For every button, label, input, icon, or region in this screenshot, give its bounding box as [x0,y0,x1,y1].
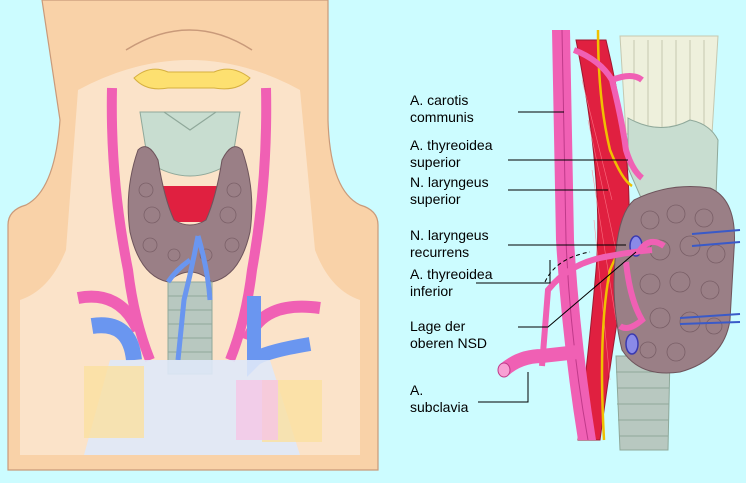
leader-lines [476,111,637,403]
label-laryngeus-rec-line1: N. laryngeus [410,227,489,243]
label-nsd-line1: Lage der [410,318,466,334]
label-laryngeus-sup-line1: N. laryngeus [410,174,489,190]
label-laryngeus-recurrens: N. laryngeus recurrens [410,227,489,261]
inferior-thyroid-artery [539,238,666,367]
label-carotis-communis: A. carotis communis [410,92,474,126]
subclavian-artery [499,345,579,376]
left-carotid-artery [106,87,155,362]
hyoid-tendons [619,35,719,135]
inferior-thyroid-vein [165,235,213,361]
label-laryngeus-superior: N. laryngeus superior [410,174,489,208]
lower-parathyroid-gland [625,333,639,355]
thymus [236,380,278,440]
label-thyreoidea-sup-line1: A. thyreoidea [410,137,493,153]
right-carotid-artery [225,87,272,362]
left-subclavian-artery [76,290,144,333]
label-carotis-line1: A. carotis [410,92,469,108]
label-thyreoidea-inf-line1: A. thyreoidea [410,266,493,282]
hyoid-bone [133,68,251,90]
thyroid-gland [127,146,253,283]
label-carotis-line2: communis [410,109,474,125]
common-carotid-artery [552,30,596,440]
label-lage-oberen-nsd: Lage der oberen NSD [410,318,487,352]
label-laryngeus-sup-line2: superior [410,191,461,207]
label-thyreoidea-sup-line2: superior [410,154,461,170]
left-jugular-vein [90,317,142,362]
puncture-needles [679,229,741,325]
label-thyreoidea-superior: A. thyreoidea superior [410,137,493,171]
nsd-position-dashed [544,251,591,283]
label-thyreoidea-inferior: A. thyreoidea inferior [410,266,493,300]
label-thyreoidea-inf-line2: inferior [410,283,453,299]
chin-outline [125,29,253,51]
label-subclavia-line1: A. [410,382,424,398]
left-clavicle [84,366,144,438]
label-nsd-line2: oberen NSD [410,335,488,351]
superior-thyroid-artery [572,47,644,181]
label-subclavia: A. subclavia [410,382,468,416]
label-subclavia-line2: subclavia [410,399,469,415]
right-jugular-vein [247,296,312,377]
cricothyroid-muscle [162,186,218,222]
label-laryngeus-rec-line2: recurrens [410,244,470,260]
